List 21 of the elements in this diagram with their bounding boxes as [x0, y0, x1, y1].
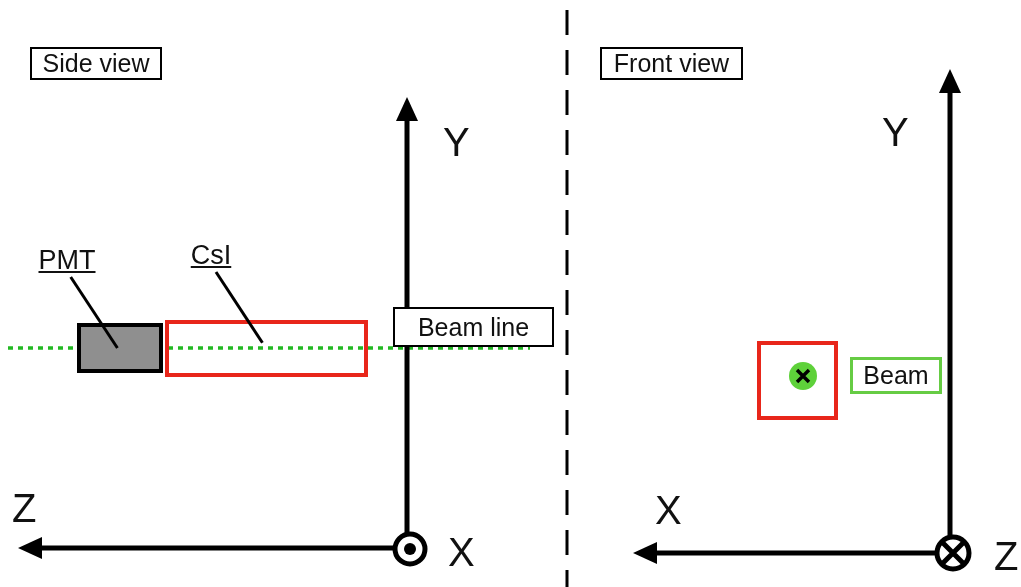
part-label: PMT: [38, 244, 96, 276]
crystal-block: [165, 320, 368, 377]
view-title: Front view: [613, 49, 730, 78]
view-title-box: [30, 47, 162, 80]
beam-label-box: [850, 357, 942, 394]
beam-label: Beam: [863, 361, 929, 390]
axis-label: X: [448, 532, 475, 572]
leader-line: [69, 276, 119, 349]
beam-line-label-box: [393, 307, 554, 347]
view-title-box: [600, 47, 743, 80]
crystal-front-block: [757, 341, 838, 420]
axis-label: Y: [882, 112, 909, 152]
axis-label: Z: [994, 536, 1019, 576]
pmt-block: [77, 323, 163, 373]
axis-label: X: [655, 490, 682, 530]
view-title: Side view: [42, 49, 150, 78]
leader-line: [214, 271, 264, 344]
beam-line-label: Beam line: [417, 312, 530, 342]
axis-label: Z: [12, 488, 37, 528]
axis-label: Y: [443, 122, 470, 162]
part-label: CsI: [190, 239, 232, 271]
